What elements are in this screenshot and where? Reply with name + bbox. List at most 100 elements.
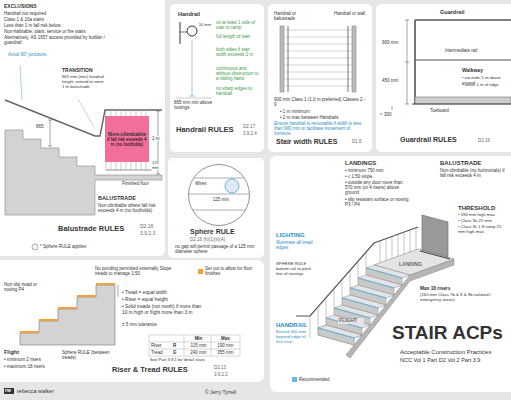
post: [414, 20, 416, 104]
label: HANDRAIL: [276, 322, 310, 329]
label: • maximum 18 risers: [4, 364, 59, 369]
legend-item: Set out to allow for floor finishes: [198, 266, 260, 276]
dimension-line: [392, 106, 393, 110]
label: 190 mm: [212, 343, 239, 348]
tread-line: [284, 51, 352, 52]
label: Handrail RULES: [176, 126, 242, 135]
label: • ≤ 1:50 slope: [345, 174, 410, 179]
baluster: [404, 232, 405, 254]
label: 3.9.2.4: [243, 131, 262, 136]
label: 900 mm: [382, 40, 404, 45]
baluster: [310, 316, 311, 338]
legend-item: Recommended: [292, 377, 352, 382]
floor-finish: [58, 307, 77, 309]
table-line: [149, 349, 240, 350]
panel: [268, 4, 372, 152]
label: D2.16: [140, 224, 164, 230]
label: 3.9.2.2: [214, 372, 236, 377]
table-line: [240, 335, 241, 356]
nosing-line: [176, 98, 212, 99]
tick: [405, 104, 409, 105]
label: Stair width RULES: [276, 138, 351, 146]
label: 115 mm: [185, 343, 212, 348]
circle-outline: [189, 165, 250, 226]
tick: [405, 62, 409, 63]
label: Walkway: [462, 68, 502, 74]
label: Balustrade RULES: [58, 225, 138, 234]
label: LANDINGS: [345, 160, 407, 167]
label: 125 mm: [151, 161, 165, 170]
floor-finish: [20, 331, 39, 333]
floor-finish: [96, 283, 115, 285]
floor-finish: [77, 295, 96, 297]
label: continuous and without obstruction to a …: [216, 66, 260, 82]
label: EXCLUSIONS: [4, 4, 64, 10]
label: Guardrail RULES: [400, 136, 474, 144]
label: D2.16: [478, 138, 500, 143]
label: BALUSTRADE: [98, 195, 162, 201]
baluster: [380, 241, 381, 263]
tread-line: [284, 86, 352, 87]
label: Non slip tread or nosing P4: [4, 282, 44, 292]
label: no gap will permit passage of a 125 mm d…: [175, 244, 259, 254]
label: Flight: [4, 349, 34, 355]
handrail: [288, 26, 289, 92]
label: LIGHTING: [276, 232, 320, 239]
label: both sides if stair width exceeds 2 m: [216, 47, 260, 57]
label: 865 mm (min) handrail height, extend to …: [62, 75, 104, 89]
label: 865: [36, 124, 49, 129]
table-line: [149, 342, 240, 343]
label: • minimum 2 risers: [4, 357, 59, 362]
label: 865 mm min above nosings: [174, 100, 214, 110]
baluster: [350, 270, 351, 288]
top-rail: [415, 19, 511, 21]
label: 1 m: [151, 136, 163, 141]
node-text: Non-climbable: [107, 131, 147, 137]
sphere: [225, 179, 239, 193]
panel: [0, 0, 165, 256]
tread-line: [284, 44, 352, 45]
intermediate-rail: [415, 59, 511, 60]
label: Acceptable Construction Practices: [400, 349, 508, 356]
label: Handrail or balustrade: [274, 11, 308, 21]
label: Max 18 risers: [420, 286, 500, 292]
wire: [194, 178, 243, 179]
label: Intermediate rail: [445, 48, 500, 53]
label: No ponding permitted externally Slope tr…: [95, 266, 175, 276]
table-line: [211, 335, 212, 356]
label: • 190 mm high max: [458, 213, 508, 218]
node-text: if fall risk exceeds 4 m (no footholds): [107, 137, 147, 147]
wire: [193, 210, 245, 211]
tick: [156, 174, 160, 175]
label: Max: [212, 336, 239, 341]
floor-finish: [39, 319, 58, 321]
label: Riser & Tread RULES: [112, 366, 210, 375]
table-line: [149, 335, 150, 356]
tread-line: [284, 37, 352, 38]
label: • Riser = equal height: [122, 297, 207, 303]
label: LANDING: [398, 262, 426, 268]
label: Riser: [151, 343, 173, 348]
label: 50 mm: [199, 23, 215, 28]
label: 355 mm: [212, 350, 239, 355]
label: rw: [4, 388, 14, 394]
wall: [352, 26, 356, 92]
label: • Class 9a 25 mm: [458, 219, 508, 224]
tick: [156, 111, 160, 112]
label: 240 mm: [185, 350, 212, 355]
node-text: Wires: [194, 181, 216, 186]
baluster: [416, 228, 417, 250]
table-line: [184, 335, 185, 356]
label: 450 mm: [382, 78, 404, 83]
wall: [280, 26, 284, 92]
label: G: [173, 350, 183, 355]
label: Handrail: [178, 11, 218, 17]
tread-line: [284, 79, 352, 80]
riser: [318, 328, 354, 345]
label: • Solid treads (not mesh) if more than 1…: [122, 304, 207, 315]
label: no sharp edges to handrail: [216, 86, 260, 96]
handrail: [348, 26, 349, 92]
label: • Class 9c 1:8 ramp 25 mm high max: [458, 225, 508, 235]
walkway: [412, 104, 511, 105]
